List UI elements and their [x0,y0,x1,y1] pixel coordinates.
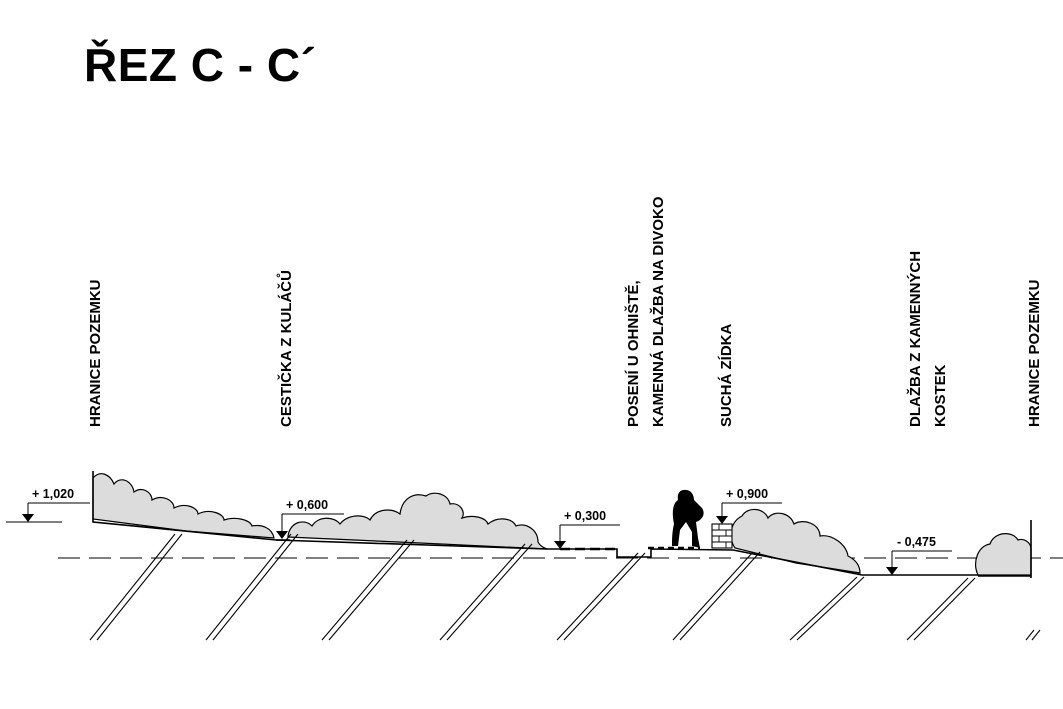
section-title: ŘEZ C - C´ [84,39,317,91]
bush-border [975,533,1032,576]
level-marker-3: + 0,300 [554,509,620,549]
soil-hatching [89,533,1041,641]
label-sucha-zidka: SUCHÁ ZÍDKA [718,324,735,427]
label-hranice-left: HRANICE POZEMKU [87,279,104,427]
label-dlazba-2: KOSTEK [932,364,949,427]
label-poseni-2: KAMENNÁ DLAŽBA NA DIVOKO [649,196,667,427]
ground-profile [92,471,978,576]
level-marker-1: + 1,020 [6,487,90,523]
dry-wall [711,523,733,549]
bush-right [730,508,861,574]
label-cesticka: CESTIČKA Z KULÁČŮ [276,270,295,427]
vertical-labels: HRANICE POZEMKU CESTIČKA Z KULÁČŮ POSENÍ… [87,196,1043,427]
label-dlazba-1: DLAŽBA Z KAMENNÝCH [906,251,924,427]
level-1: + 1,020 [32,487,74,501]
level-marker-2: + 0,600 [276,498,344,539]
label-hranice-right: HRANICE POZEMKU [1026,279,1043,427]
level-3: + 0,300 [564,509,606,523]
vegetation [92,473,1032,576]
bush-left [92,473,275,539]
level-2: + 0,600 [286,498,328,512]
level-5: - 0,475 [897,535,936,549]
bush-middle [287,492,548,550]
level-4: + 0,900 [726,487,768,501]
level-marker-5: - 0,475 [886,535,952,575]
label-poseni-1: POSENÍ U OHNIŠTĚ, [624,280,642,427]
level-marker-4: + 0,900 [716,487,782,524]
person-silhouette [672,489,704,548]
